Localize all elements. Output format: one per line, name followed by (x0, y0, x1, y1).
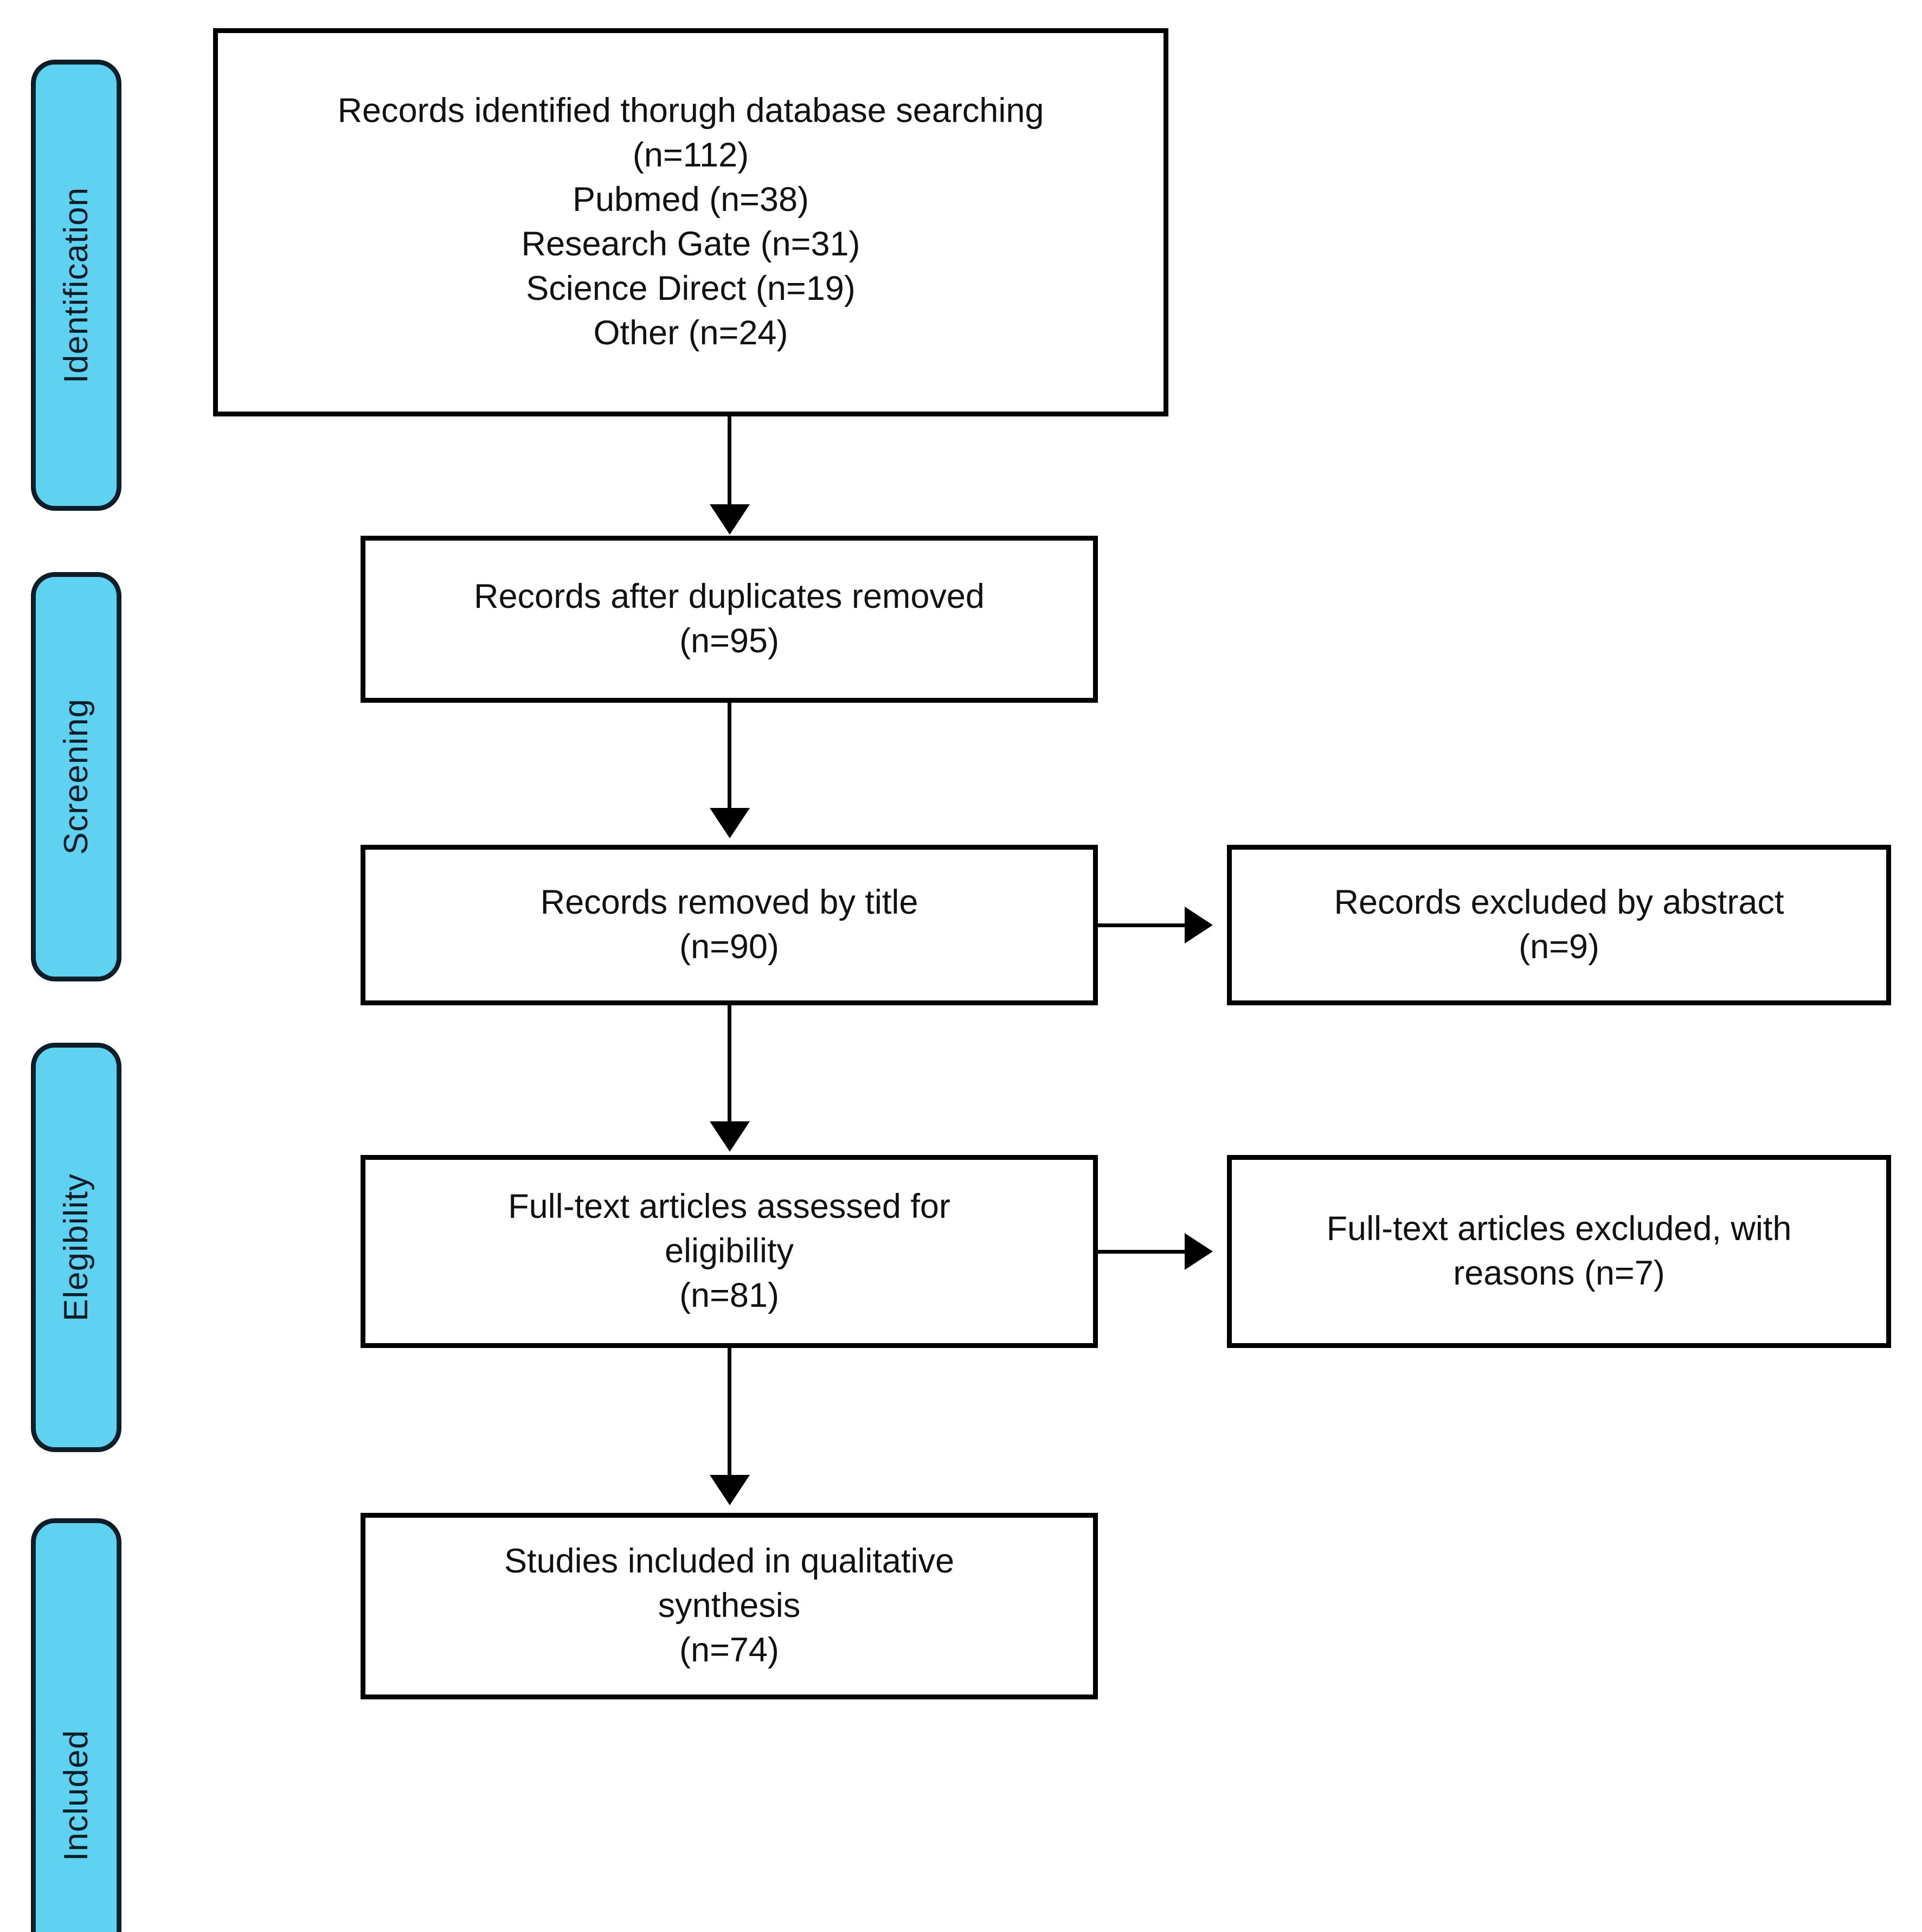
connector-title-to-fulltext-arrowhead (710, 1121, 750, 1152)
box-fulltext-assessed: Full-text articles assessed for eligibil… (361, 1155, 1098, 1348)
box-records-excluded-by-abstract-text: Records excluded by abstract (n=9) (1334, 883, 1784, 966)
box-fulltext-excluded-text: Full-text articles excluded, with reason… (1326, 1210, 1792, 1292)
connector-title-to-abstract-arrowhead (1185, 907, 1213, 943)
stage-label-eligibility: Elegibility (57, 1173, 95, 1321)
connector-duplicates-to-title-arrowhead (710, 808, 750, 838)
box-records-removed-by-title: Records removed by title (n=90) (361, 845, 1098, 1005)
connector-title-to-abstract-line (1098, 923, 1187, 927)
box-records-identified-text: Records identified thorugh database sear… (337, 92, 1044, 352)
box-records-after-duplicates-text: Records after duplicates removed (n=95) (474, 577, 985, 660)
box-records-removed-by-title-text: Records removed by title (n=90) (540, 883, 918, 966)
stage-chip-included: Included (31, 1518, 121, 1932)
box-studies-included-text: Studies included in qualitative synthesi… (504, 1542, 955, 1669)
connector-fulltext-to-excluded-line (1098, 1250, 1187, 1254)
stage-label-screening: Screening (57, 698, 95, 855)
connector-fulltext-to-included-arrowhead (710, 1475, 750, 1505)
box-records-identified: Records identified thorugh database sear… (213, 28, 1168, 416)
box-studies-included: Studies included in qualitative synthesi… (361, 1513, 1098, 1699)
stage-label-identification: Identification (57, 187, 95, 384)
connector-duplicates-to-title-line (728, 703, 731, 811)
connector-title-to-fulltext-line (728, 1005, 731, 1125)
connector-identified-to-duplicates-line (728, 416, 731, 509)
stage-label-included: Included (57, 1729, 95, 1862)
box-fulltext-excluded: Full-text articles excluded, with reason… (1227, 1155, 1891, 1348)
stage-chip-eligibility: Elegibility (31, 1043, 121, 1452)
connector-identified-to-duplicates-arrowhead (710, 504, 750, 535)
box-records-after-duplicates: Records after duplicates removed (n=95) (361, 536, 1098, 703)
stage-chip-identification: Identification (31, 60, 121, 511)
connector-fulltext-to-included-line (728, 1348, 731, 1478)
box-records-excluded-by-abstract: Records excluded by abstract (n=9) (1227, 845, 1891, 1005)
connector-fulltext-to-excluded-arrowhead (1185, 1233, 1213, 1270)
stage-chip-screening: Screening (31, 572, 121, 981)
box-fulltext-assessed-text: Full-text articles assessed for eligibil… (508, 1188, 950, 1314)
